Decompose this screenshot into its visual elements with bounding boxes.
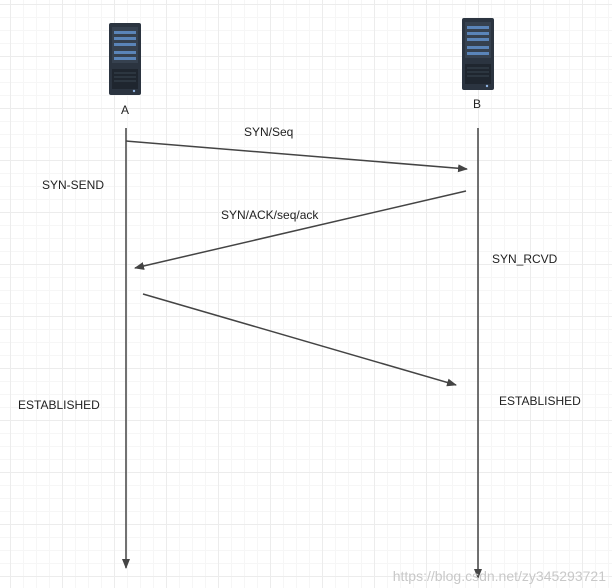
syn-arrow [125,140,468,173]
host-b-label: B [473,97,482,111]
state-a-established: ESTABLISHED [18,398,100,412]
state-b-syn-rcvd: SYN_RCVD [492,252,558,266]
watermark-text: https://blog.csdn.net/zy345293721 [392,568,606,584]
state-a-syn-send: SYN-SEND [42,178,105,192]
server-icon [109,23,141,95]
syn-message-label: SYN/Seq [244,125,294,139]
host-a-label: A [121,103,130,117]
server-icon [462,18,494,90]
synack-arrow [134,190,467,270]
synack-message-label: SYN/ACK/seq/ack [221,208,319,222]
state-b-established: ESTABLISHED [499,394,581,408]
ack-arrow [142,293,457,387]
